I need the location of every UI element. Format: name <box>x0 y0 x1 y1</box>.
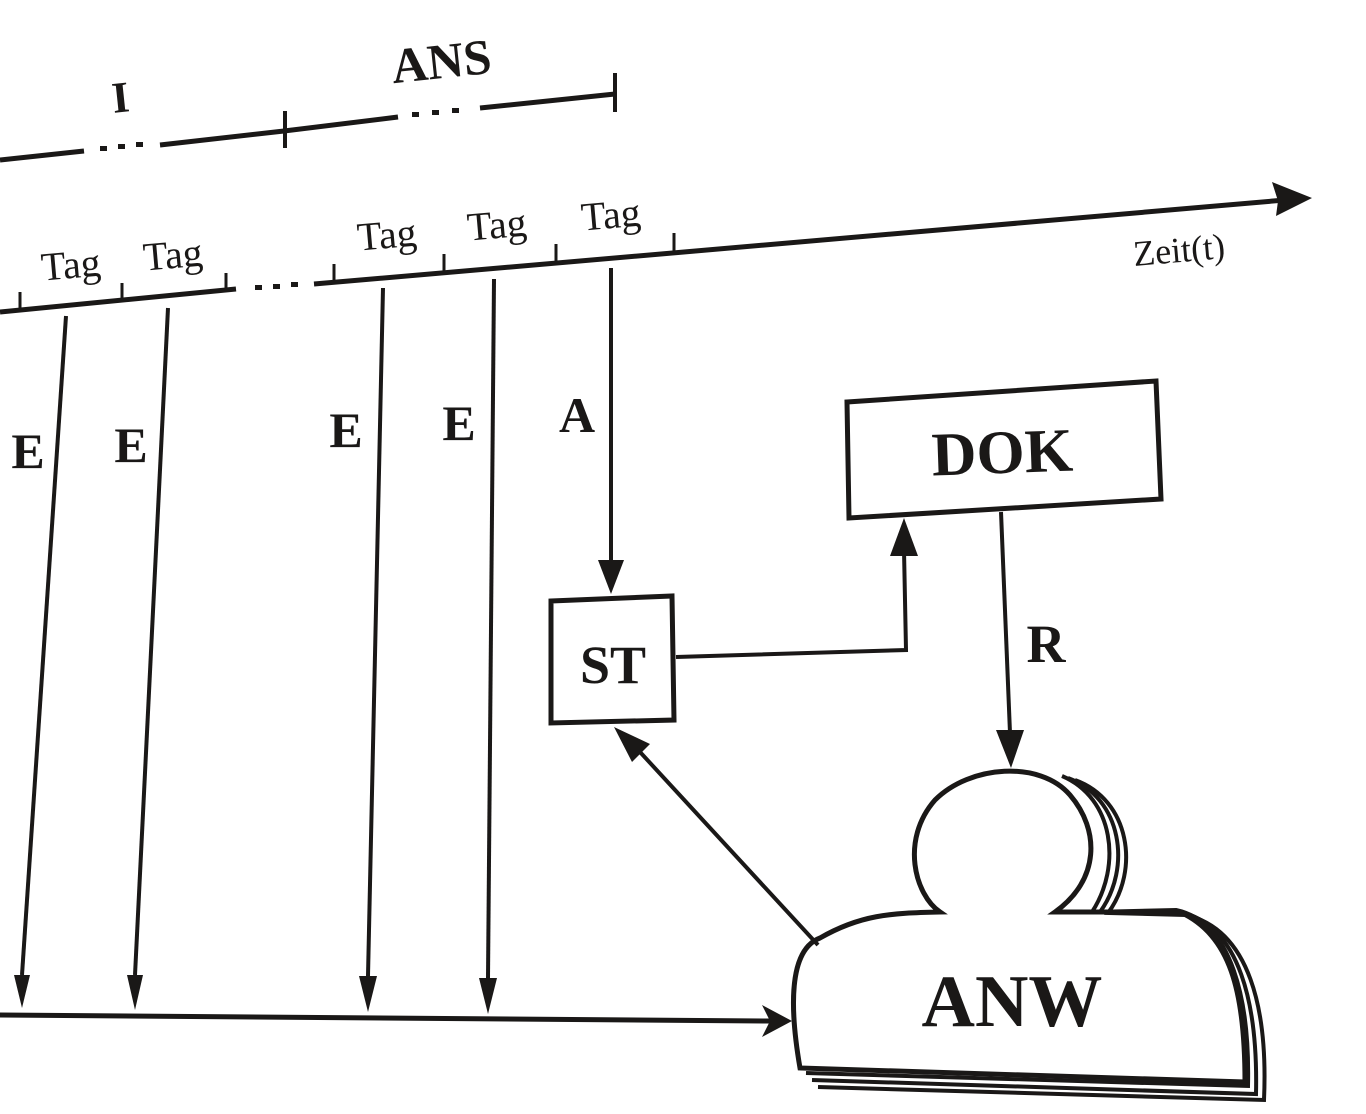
anw-stack-layer <box>817 778 1267 1103</box>
phase-bar-segment <box>159 128 285 148</box>
st-to-dok-flow <box>675 518 918 659</box>
flow-line-e <box>20 315 68 976</box>
flow-line-e <box>133 307 170 976</box>
ellipsis-dots <box>100 142 143 151</box>
flow-label-e: E <box>11 423 44 479</box>
st-label: ST <box>580 635 646 695</box>
arrowhead-up-left <box>614 727 650 762</box>
ellipsis-dots <box>412 108 459 117</box>
phase-label-i: I <box>109 72 131 123</box>
arrowhead-down <box>359 976 377 1012</box>
collector-line <box>0 1012 771 1024</box>
st-box <box>548 593 677 726</box>
flow-line-r <box>999 511 1012 734</box>
flow-label-e: E <box>114 417 147 473</box>
phase-label-ans: ANS <box>389 28 494 94</box>
connector-st-dok <box>675 549 909 659</box>
flow-label-e: E <box>329 402 362 458</box>
input-flows: E E E E <box>0 278 792 1037</box>
time-axis-arrowhead <box>1272 182 1312 216</box>
day-label: Tag <box>355 210 418 260</box>
anw-figure <box>790 768 1248 1085</box>
anw-label: ANW <box>922 961 1103 1043</box>
phase-bar-segment <box>479 91 616 111</box>
arrowhead-down <box>127 975 143 1010</box>
arrowhead-down <box>479 978 497 1014</box>
node-anw: ANW <box>790 768 1267 1103</box>
time-axis: Tag Tag Tag Tag Tag Zeit(t) <box>0 182 1312 315</box>
dok-box <box>844 378 1164 521</box>
arrowhead-down <box>14 975 30 1008</box>
flow-label-r: R <box>1027 614 1067 674</box>
flow-label-e: E <box>442 395 475 451</box>
time-axis-segment <box>0 286 237 315</box>
request-flow: A <box>559 268 624 594</box>
day-label: Tag <box>141 230 204 280</box>
connector-anw-st <box>638 750 820 947</box>
day-label: Tag <box>39 240 102 290</box>
time-axis-label: Zeit(t) <box>1131 226 1226 274</box>
anw-to-st-flow <box>614 727 820 947</box>
flow-label-a: A <box>559 387 595 443</box>
phase-bar-segment <box>0 148 85 163</box>
arrowhead-up <box>890 518 918 556</box>
day-label: Tag <box>465 200 528 250</box>
arrowhead-right <box>762 1005 792 1037</box>
phase-bar: I ANS <box>0 28 617 163</box>
time-axis-segment <box>313 197 1286 287</box>
dok-label: DOK <box>931 417 1075 490</box>
flow-line-e <box>486 278 496 979</box>
arrowhead-down <box>996 730 1024 768</box>
node-dok: DOK <box>844 378 1164 521</box>
node-st: ST <box>548 593 677 726</box>
phase-bar-segment <box>283 114 399 134</box>
flow-line-e <box>366 287 385 977</box>
arrowhead-down <box>598 560 624 594</box>
ellipsis-dots <box>255 282 298 290</box>
result-flow: R <box>996 511 1067 768</box>
anw-stack-layer <box>811 776 1259 1097</box>
day-label: Tag <box>579 190 642 240</box>
